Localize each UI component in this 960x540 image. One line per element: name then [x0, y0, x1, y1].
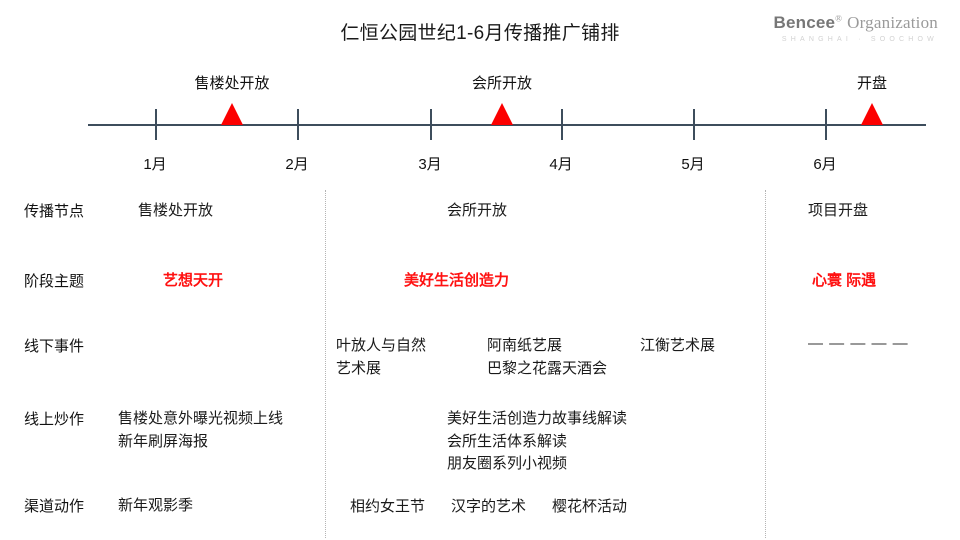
page-title: 仁恒公园世纪1-6月传播推广铺排 [340, 23, 620, 44]
timeline-month-label-1: 1月 [143, 156, 167, 173]
timeline-month-label-3: 3月 [418, 156, 442, 173]
matrix-divider-2 [765, 190, 766, 538]
cell-line: 叶放人与自然 [336, 337, 427, 354]
milestone-label-2: 会所开放 [471, 75, 532, 92]
cell-line: 朋友圈系列小视频 [447, 455, 568, 472]
brand-logo: Bencee® Organization SHANGHAI · SOOCHOW [758, 14, 938, 43]
timeline: 1月 2月 3月 4月 5月 6月 售楼处开放 会所开放 开盘 [0, 0, 960, 185]
brand-logo-bold-text: Bencee [773, 13, 836, 32]
cell-r1-c3: 项目开盘 [808, 200, 868, 223]
cell-line: 售楼处开放 [138, 202, 214, 219]
cell-r5-c1: 新年观影季 [118, 495, 193, 518]
cell-r2-c2: 美好生活创造力 [404, 270, 509, 293]
cell-line: 项目开盘 [808, 202, 869, 219]
cell-line: 美好生活创造力故事线解读 [447, 410, 628, 427]
milestone-label-1: 售楼处开放 [194, 75, 270, 92]
row-label-5: 渠道动作 [24, 498, 85, 515]
cell-r3-c2: 阿南纸艺展巴黎之花露天酒会 [487, 335, 607, 380]
brand-logo-wordmark: Bencee® Organization [758, 14, 938, 31]
cell-line: 心寰 际遇 [812, 272, 877, 289]
cell-r3-c3: 江衡艺术展 [640, 335, 715, 358]
cell-r1-c2: 会所开放 [447, 200, 507, 223]
timeline-month-label-2: 2月 [285, 156, 309, 173]
cell-line: 江衡艺术展 [640, 337, 716, 354]
row-label-1: 传播节点 [24, 203, 85, 220]
cell-line: 售楼处意外曝光视频上线 [118, 410, 284, 427]
timeline-tick-1 [155, 109, 157, 140]
inline-item: 汉字的艺术 [451, 498, 527, 515]
cell-r4-c2: 美好生活创造力故事线解读会所生活体系解读朋友圈系列小视频 [447, 408, 627, 476]
milestone-triangle-icon-3 [861, 103, 883, 125]
matrix-divider-1 [325, 190, 326, 538]
cell-line: 美好生活创造力 [404, 272, 510, 289]
cell-r4-c1: 售楼处意外曝光视频上线新年刷屏海报 [118, 408, 283, 453]
timeline-tick-4 [561, 109, 563, 140]
timeline-tick-5 [693, 109, 695, 140]
cell-r3-c1: 叶放人与自然艺术展 [336, 335, 426, 380]
cell-r2-c1: 艺想天开 [163, 270, 223, 293]
empty-placeholder-dashes: — — — — — [808, 335, 909, 352]
timeline-month-label-4: 4月 [549, 156, 573, 173]
cell-r2-c3: 心寰 际遇 [812, 270, 876, 293]
timeline-tick-2 [297, 109, 299, 140]
milestone-triangle-icon-2 [491, 103, 513, 125]
cell-line: 新年刷屏海报 [118, 432, 209, 450]
timeline-month-label-6: 6月 [813, 156, 837, 173]
cell-line: 会所开放 [447, 202, 508, 219]
row-label-4: 线上炒作 [24, 411, 85, 428]
registered-mark-icon: ® [835, 13, 843, 24]
inline-item: 樱花杯活动 [552, 498, 628, 515]
cell-line: 艺术展 [336, 359, 382, 377]
inline-items-r5: 相约女王节 汉字的艺术 樱花杯活动 [350, 495, 627, 516]
row-label-2: 阶段主题 [24, 273, 85, 290]
content-matrix: 传播节点 售楼处开放 会所开放 项目开盘阶段主题 艺想天开 美好生活创造力 心寰 际遇线下事… [0, 190, 960, 540]
cell-line: 艺想天开 [163, 272, 224, 289]
brand-logo-rest-text: Organization [847, 13, 938, 32]
cell-line: 会所生活体系解读 [447, 432, 568, 450]
cell-line: 阿南纸艺展 [487, 337, 563, 354]
cell-r1-c1: 售楼处开放 [138, 200, 213, 223]
brand-logo-subtitle: SHANGHAI · SOOCHOW [781, 36, 938, 43]
timeline-month-label-5: 5月 [681, 156, 705, 173]
timeline-tick-3 [430, 109, 432, 140]
milestone-label-3: 开盘 [856, 75, 887, 92]
row-label-3: 线下事件 [24, 338, 85, 355]
cell-line: 巴黎之花露天酒会 [487, 359, 608, 377]
inline-item: 相约女王节 [350, 498, 426, 515]
cell-line: 新年观影季 [118, 497, 194, 514]
milestone-triangle-icon-1 [221, 103, 243, 125]
timeline-tick-6 [825, 109, 827, 140]
